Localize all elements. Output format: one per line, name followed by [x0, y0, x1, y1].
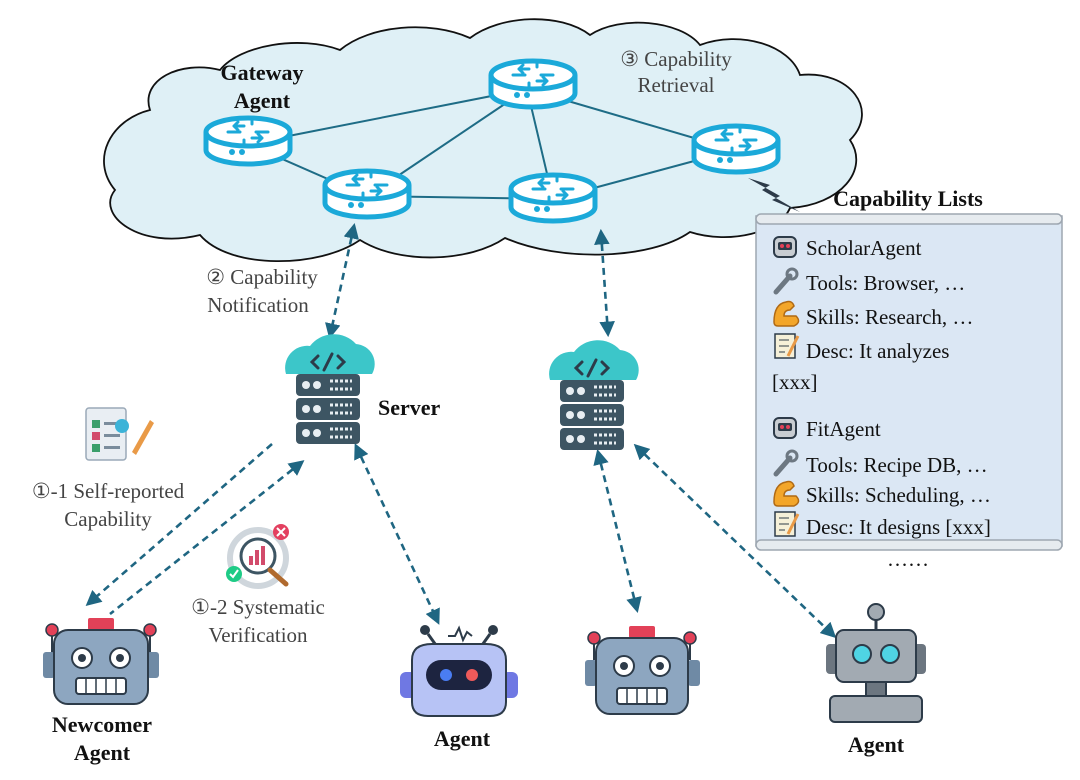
- notification-label: ② Capability: [206, 265, 318, 289]
- entry-desc-cont: [xxx]: [772, 370, 818, 394]
- router-icon: [694, 126, 778, 172]
- router-icon: [491, 61, 575, 107]
- agent-robot-icon: [826, 603, 926, 723]
- verification-label: ①-2 Systematic: [191, 595, 325, 619]
- entry-name: ScholarAgent: [806, 236, 922, 260]
- capability-lists-title: Capability Lists: [833, 186, 983, 211]
- router-icon: [325, 171, 409, 217]
- lightning-callout: [748, 178, 800, 212]
- entry-skills: Skills: Scheduling, …: [806, 483, 991, 507]
- newcomer-robot-icon: [43, 618, 159, 705]
- verification-label: Verification: [208, 623, 308, 647]
- memo-icon: [774, 333, 800, 359]
- retrieval-label: ③ Capability: [620, 47, 732, 71]
- server-icon: [547, 338, 641, 452]
- entry-skills: Skills: Research, …: [806, 305, 973, 329]
- more-ellipsis: ……: [887, 547, 929, 571]
- entry-desc: Desc: It analyzes: [806, 339, 949, 363]
- router-icon: [206, 118, 290, 164]
- entry-name: FitAgent: [806, 417, 881, 441]
- notification-label: Notification: [207, 293, 309, 317]
- capability-scroll: [755, 213, 1063, 551]
- gateway-label: Agent: [234, 88, 291, 113]
- robot-face-icon: [773, 236, 797, 258]
- checklist-icon: [85, 407, 154, 461]
- agent-robot-icon: [400, 625, 518, 717]
- entry-tools: Tools: Browser, …: [806, 271, 965, 295]
- robot-icon: [585, 626, 700, 715]
- flexed-biceps-icon: [773, 480, 800, 507]
- agent-label: Agent: [848, 732, 905, 757]
- self-report-label: ①-1 Self-reported: [32, 479, 185, 503]
- gateway-cloud: [103, 18, 863, 263]
- retrieval-label: Retrieval: [638, 73, 715, 97]
- agent-label: Agent: [434, 726, 491, 751]
- verification-icon: [226, 524, 289, 589]
- entry-tools: Tools: Recipe DB, …: [806, 453, 988, 477]
- server-label: Server: [378, 395, 441, 420]
- newcomer-label: Newcomer: [52, 712, 152, 737]
- wrench-icon: [773, 449, 799, 477]
- gateway-label: Gateway: [220, 60, 303, 85]
- memo-icon: [774, 511, 800, 537]
- newcomer-label: Agent: [74, 740, 131, 765]
- router-icon: [511, 175, 595, 221]
- self-report-label: Capability: [64, 507, 152, 531]
- robot-face-icon: [773, 417, 797, 439]
- wrench-icon: [773, 267, 799, 295]
- entry-desc: Desc: It designs [xxx]: [806, 515, 991, 539]
- connection-arrows: [85, 222, 837, 639]
- server-icon: [283, 332, 377, 446]
- flexed-biceps-icon: [773, 300, 800, 327]
